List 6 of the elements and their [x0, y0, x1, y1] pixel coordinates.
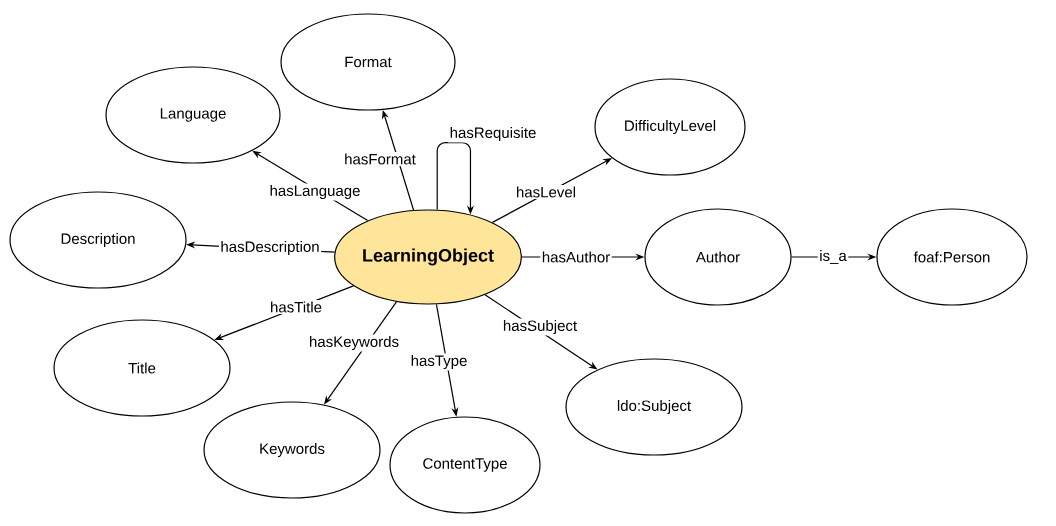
edge-label: hasRequisite [448, 125, 538, 143]
edge-label: hasType [409, 353, 469, 371]
edge-label: hasKeywords [307, 334, 401, 352]
edge-label: hasDescription [218, 239, 322, 257]
edge-label: hasLanguage [268, 183, 362, 201]
edge-label: hasSubject [501, 318, 579, 336]
